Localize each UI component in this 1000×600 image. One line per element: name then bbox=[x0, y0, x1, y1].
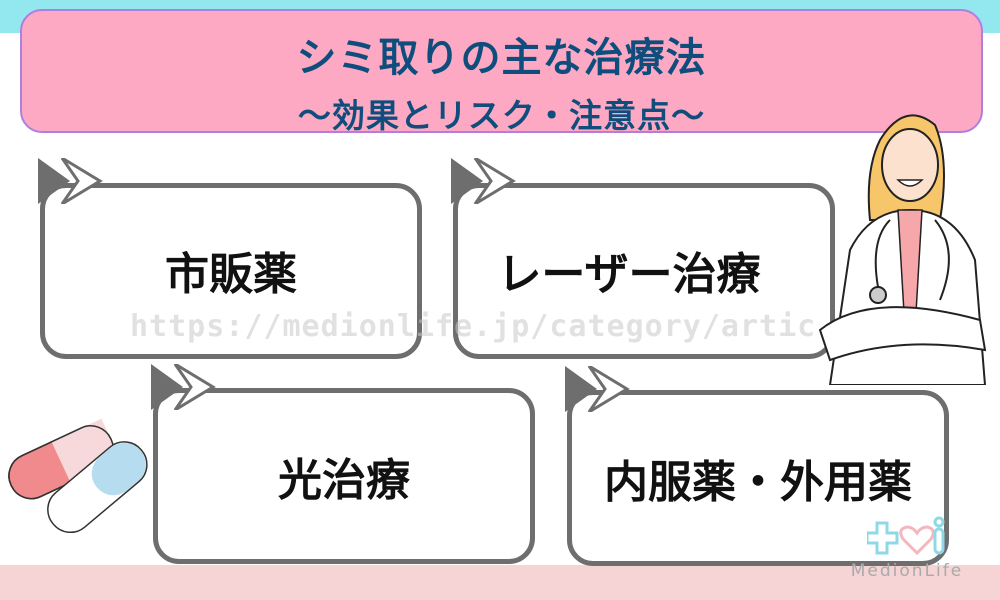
arrow-flag-icon bbox=[151, 364, 216, 410]
card-label: 市販薬 bbox=[165, 249, 297, 300]
card-laser: レーザー治療 bbox=[453, 183, 835, 359]
logo-mark-icon bbox=[865, 516, 945, 556]
card-light-therapy: 光治療 bbox=[153, 388, 535, 564]
card-otc-medicine: 市販薬 bbox=[40, 183, 422, 359]
doctor-illustration-icon bbox=[818, 114, 987, 385]
url-watermark: https://medionlife.jp/category/artic bbox=[130, 309, 817, 344]
arrow-flag-icon bbox=[565, 366, 630, 412]
bottom-band bbox=[0, 565, 1000, 600]
medionlife-logo: MedionLife bbox=[842, 515, 972, 585]
arrow-flag-icon bbox=[38, 158, 103, 204]
card-label: レーザー治療 bbox=[497, 249, 761, 300]
title-banner: シミ取りの主な治療法 〜効果とリスク・注意点〜 bbox=[20, 9, 983, 135]
page-title: シミ取りの主な治療法 bbox=[296, 35, 707, 81]
card-label: 内服薬・外用薬 bbox=[604, 457, 912, 508]
page-subtitle: 〜効果とリスク・注意点〜 bbox=[297, 96, 706, 135]
arrow-flag-icon bbox=[451, 158, 516, 204]
card-oral-topical: 内服薬・外用薬 bbox=[567, 390, 949, 566]
logo-text: MedionLife bbox=[850, 561, 964, 581]
capsule-pills-icon bbox=[8, 418, 148, 534]
card-label: 光治療 bbox=[278, 455, 410, 506]
